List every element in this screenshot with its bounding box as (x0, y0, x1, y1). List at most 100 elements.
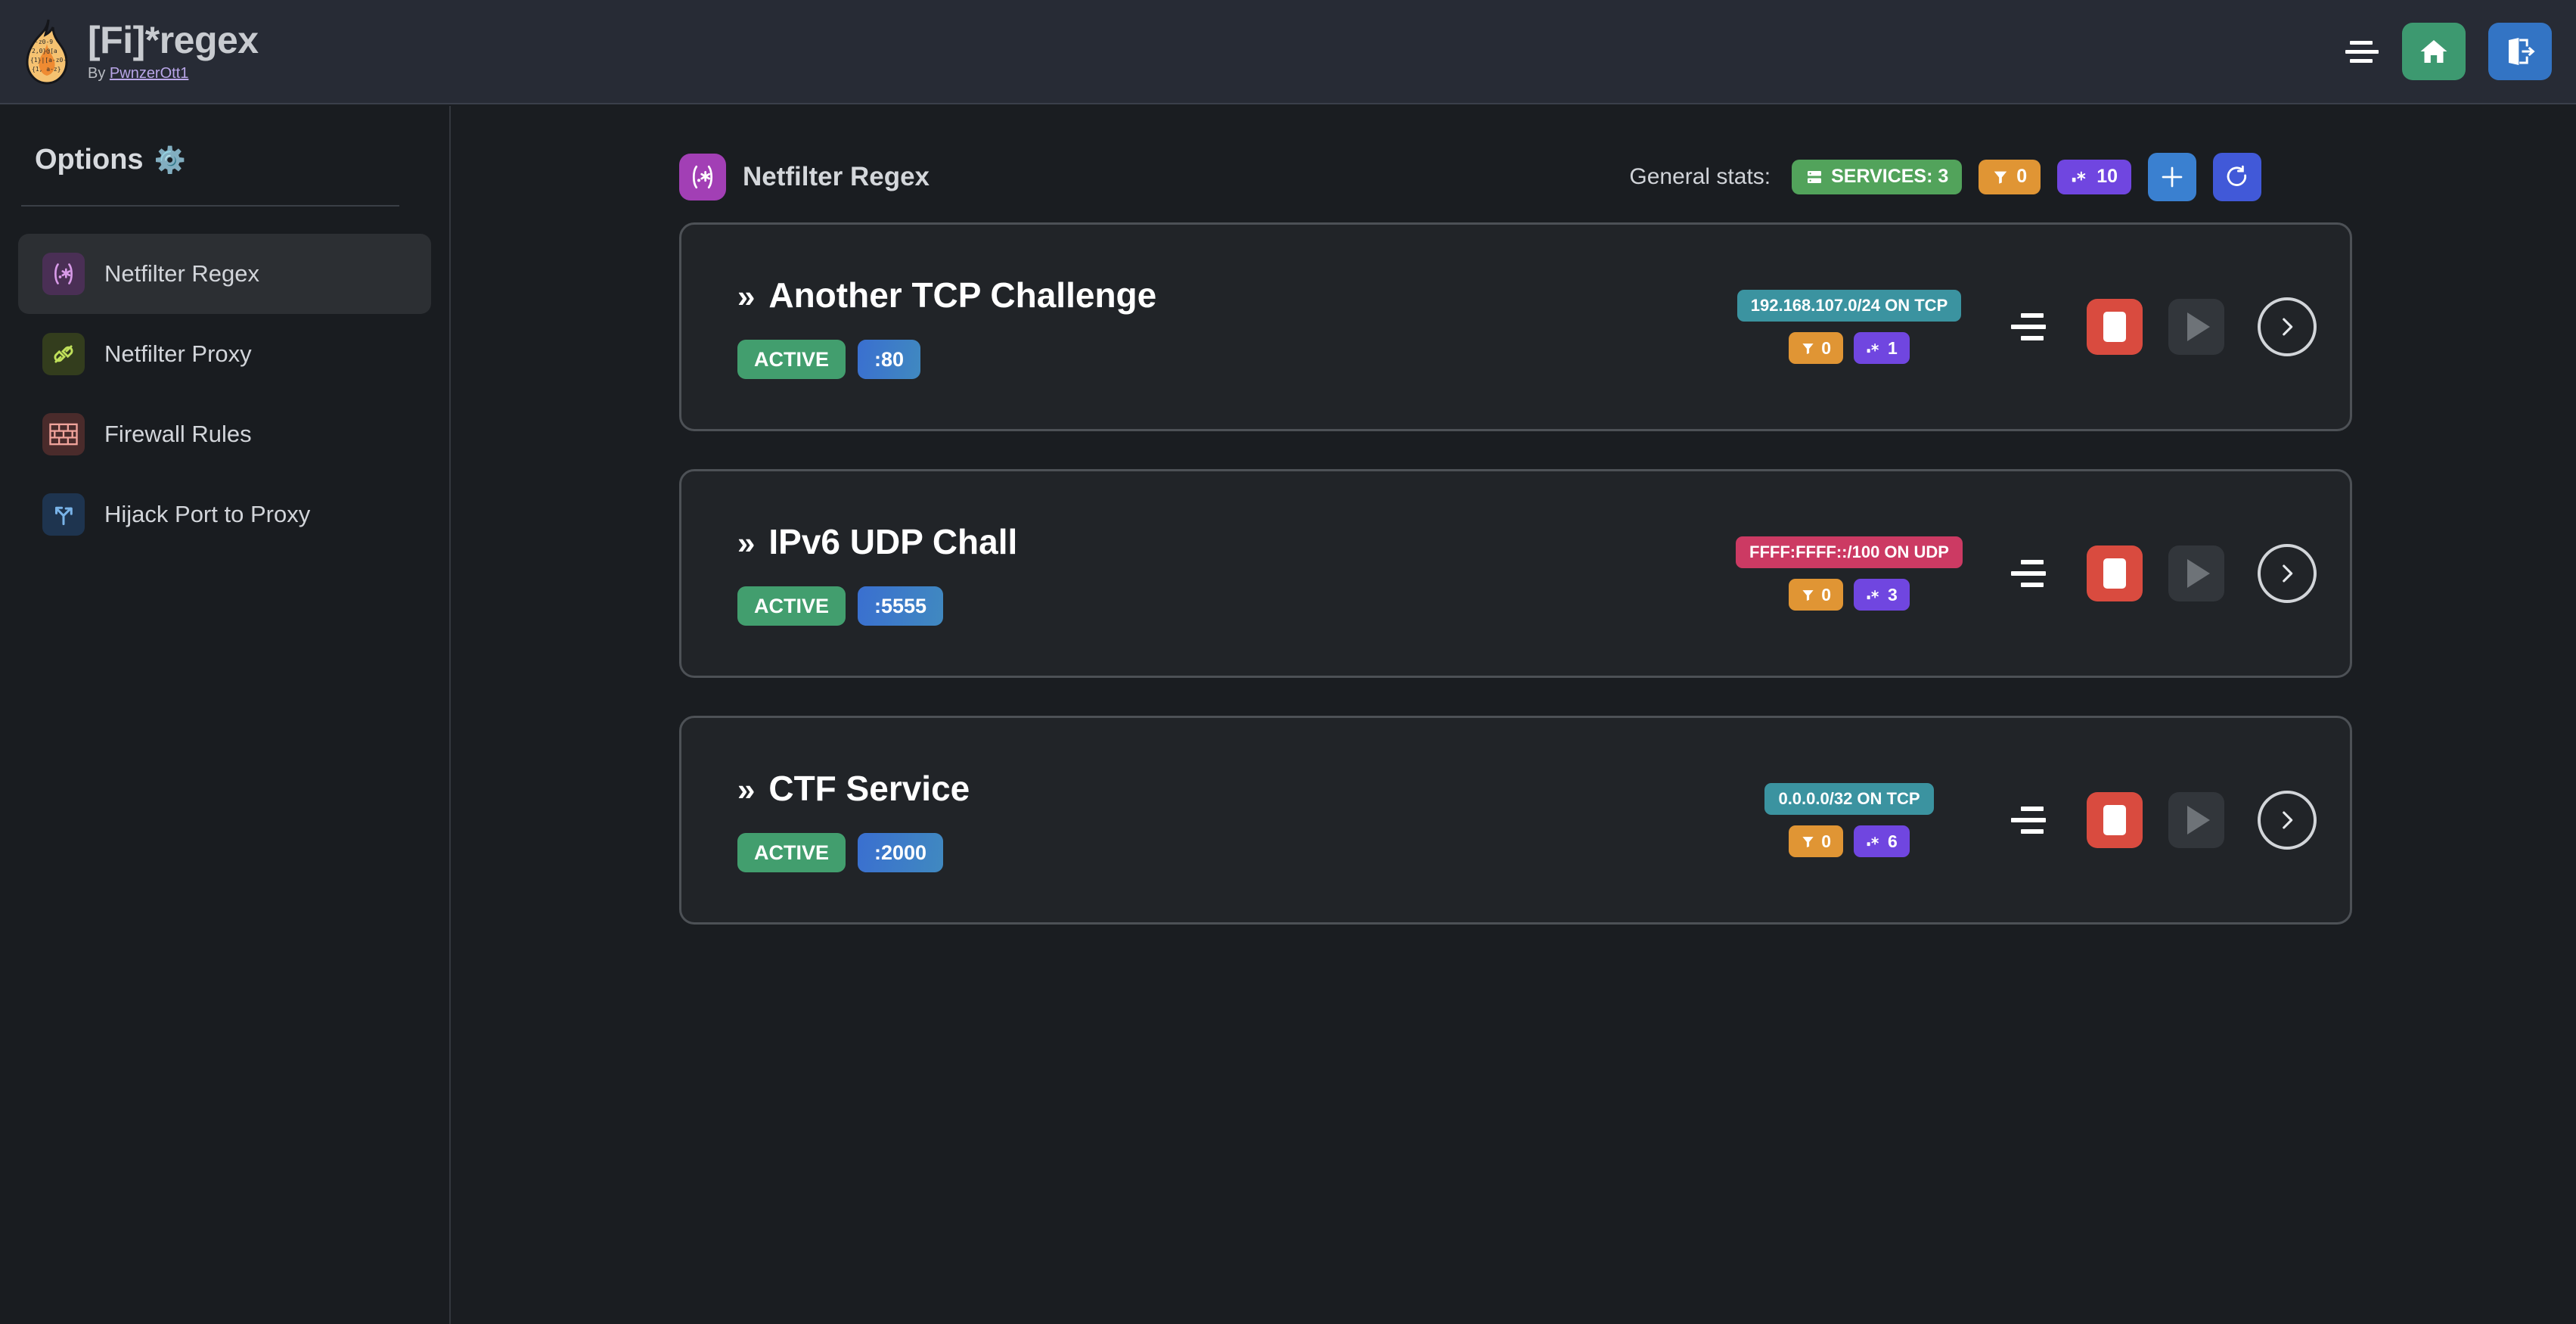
service-pills: ACTIVE :5555 (737, 586, 1017, 626)
sidebar-item-hijack-port-to-proxy[interactable]: Hijack Port to Proxy (18, 474, 431, 555)
start-button[interactable] (2168, 792, 2224, 848)
list-line (2011, 571, 2046, 576)
logout-icon (2509, 38, 2535, 65)
page-heading: Netfilter Regex (679, 153, 930, 200)
list-line (2011, 818, 2046, 822)
status-badge: ACTIVE (737, 833, 846, 872)
start-button[interactable] (2168, 545, 2224, 601)
brick-wall-icon (42, 413, 85, 455)
service-controls: 0.0.0.0/32 ON TCP 0 6 (1736, 783, 2350, 857)
service-counts: 0 1 (1789, 332, 1910, 364)
sidebar-item-netfilter-proxy[interactable]: Netfilter Proxy (18, 314, 431, 394)
add-service-button[interactable] (2148, 152, 2196, 201)
general-stats-label: General stats: (1629, 163, 1771, 189)
table-row[interactable]: » IPv6 UDP Chall ACTIVE :5555 FFFF:FFFF:… (679, 469, 2352, 678)
filter-count-badge: 0 (1789, 579, 1843, 611)
author-link[interactable]: PwnzerOtt1 (109, 64, 189, 82)
refresh-icon (2227, 165, 2247, 186)
gear-icon[interactable]: ⚙️ (154, 145, 186, 175)
hamburger-line (2350, 40, 2373, 45)
filter-count-label: 0 (2016, 166, 2028, 187)
service-controls: 192.168.107.0/24 ON TCP 0 1 (1736, 290, 2350, 364)
service-name: IPv6 UDP Chall (768, 522, 1018, 561)
service-name: CTF Service (768, 769, 970, 808)
status-badge: ACTIVE (737, 340, 846, 379)
service-detail-button[interactable] (2258, 544, 2317, 603)
home-icon (2420, 40, 2447, 63)
refresh-button[interactable] (2213, 152, 2261, 201)
stop-icon (2103, 805, 2126, 835)
port-badge: :5555 (858, 586, 944, 626)
sidebar-nav: Netfilter Regex Netfilter Proxy Firewall… (0, 234, 449, 555)
network-badge: 192.168.107.0/24 ON TCP (1736, 290, 1962, 322)
main-topbar: Netfilter Regex General stats: SERVICES:… (452, 106, 2576, 206)
service-list-button[interactable] (2002, 547, 2055, 600)
regex-dot-star-icon (2072, 171, 2086, 182)
port-badge: :80 (858, 340, 921, 379)
service-info: » CTF Service ACTIVE :2000 (681, 768, 970, 872)
sidebar-item-firewall-rules[interactable]: Firewall Rules (18, 394, 431, 474)
sidebar-item-netfilter-regex[interactable]: Netfilter Regex (18, 234, 431, 314)
service-network-info: 0.0.0.0/32 ON TCP 0 6 (1736, 783, 1963, 857)
filter-count-value: 0 (1821, 831, 1831, 851)
filter-count-badge: 0 (1789, 332, 1843, 364)
chevron-double-right-icon: » (737, 278, 755, 314)
table-row[interactable]: » CTF Service ACTIVE :2000 0.0.0.0/32 ON… (679, 716, 2352, 925)
status-badge-regexes: 10 (2057, 159, 2131, 194)
regex-count-value: 3 (1888, 584, 1898, 605)
stop-button[interactable] (2087, 299, 2143, 355)
list-line (2021, 583, 2044, 587)
service-counts: 0 6 (1789, 825, 1910, 857)
options-title: Options (35, 144, 144, 176)
fork-arrow-icon (42, 493, 85, 536)
chevron-right-icon (2283, 318, 2293, 336)
service-controls: FFFF:FFFF::/100 ON UDP 0 3 (1736, 536, 2350, 611)
regex-count-badge: 3 (1854, 579, 1910, 611)
plus-icon (2162, 166, 2183, 187)
service-list-button[interactable] (2002, 300, 2055, 353)
regex-count-value: 1 (1888, 337, 1898, 358)
hamburger-line (2350, 58, 2373, 63)
stop-icon (2103, 312, 2126, 342)
hamburger-menu-icon[interactable] (2345, 36, 2379, 67)
play-icon (2187, 559, 2210, 588)
stop-button[interactable] (2087, 545, 2143, 601)
filter-count-badge: 0 (1789, 825, 1843, 857)
service-detail-button[interactable] (2258, 791, 2317, 850)
svg-text:{1, a-z}: {1, a-z} (32, 66, 61, 73)
sidebar: Options ⚙️ Netfilter Regex (0, 106, 451, 1324)
service-list-button[interactable] (2002, 794, 2055, 847)
status-badge-services: SERVICES: 3 (1792, 159, 1963, 194)
chevron-right-icon (2283, 811, 2293, 829)
service-title: » CTF Service (737, 768, 970, 809)
sidebar-divider (21, 205, 399, 207)
service-detail-button[interactable] (2258, 297, 2317, 356)
svg-text:-z0-9: -z0-9 (35, 39, 53, 45)
plug-icon (42, 333, 85, 375)
regex-icon (42, 253, 85, 295)
start-button[interactable] (2168, 299, 2224, 355)
port-badge: :2000 (858, 833, 944, 872)
main-content: Netfilter Regex General stats: SERVICES:… (452, 106, 2576, 1324)
table-row[interactable]: » Another TCP Challenge ACTIVE :80 192.1… (679, 222, 2352, 431)
sidebar-item-label: Netfilter Proxy (104, 340, 252, 367)
service-info: » Another TCP Challenge ACTIVE :80 (681, 275, 1156, 379)
server-icon (1808, 170, 1822, 183)
flame-regex-logo: -z0-9 2,0}@[a {1}|[a-z0-9] {1, a-z} (26, 19, 71, 85)
chevron-double-right-icon: » (737, 772, 755, 807)
logout-button[interactable] (2488, 23, 2552, 80)
list-line (2021, 336, 2044, 340)
sidebar-item-label: Netfilter Regex (104, 260, 260, 287)
list-line (2021, 313, 2044, 318)
sidebar-item-label: Hijack Port to Proxy (104, 501, 311, 527)
service-name: Another TCP Challenge (768, 275, 1157, 315)
home-button[interactable] (2402, 23, 2466, 80)
regex-count-badge: 6 (1854, 825, 1910, 857)
brand-text: [Fi]*regex By PwnzerOtt1 (88, 21, 259, 82)
filter-count-value: 0 (1821, 584, 1831, 605)
stop-button[interactable] (2087, 792, 2143, 848)
list-line (2011, 325, 2046, 329)
service-title: » Another TCP Challenge (737, 275, 1156, 315)
play-icon (2187, 312, 2210, 341)
regex-dot-star-icon (1867, 343, 1879, 353)
